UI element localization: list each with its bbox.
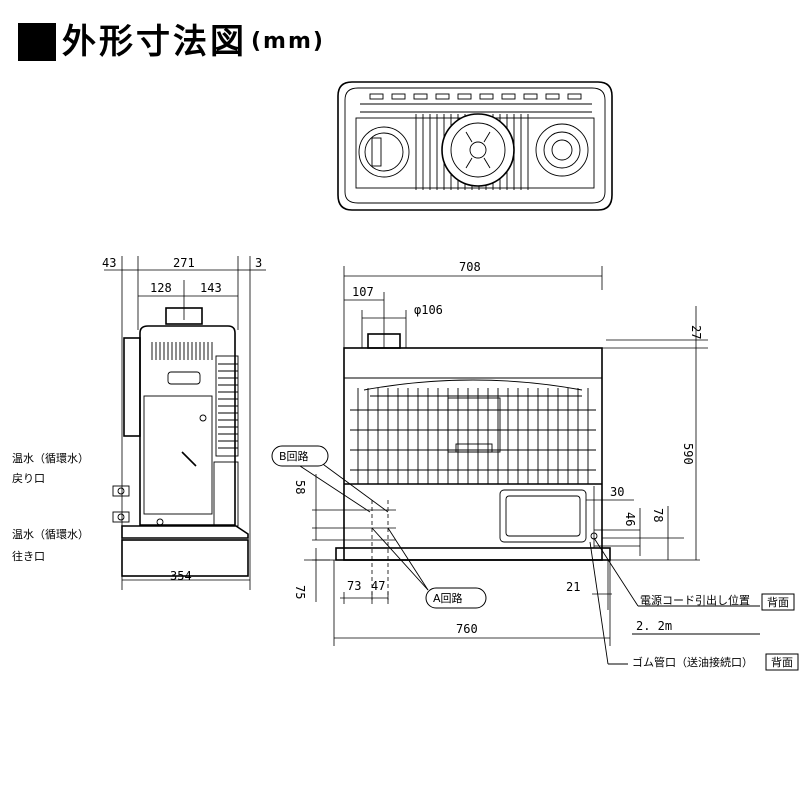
front-dim-phi106: φ106 bbox=[414, 303, 443, 317]
side-dim-143: 143 bbox=[200, 281, 222, 295]
power-cord-tag: 背面 bbox=[761, 593, 795, 611]
rubber-pipe-tag-label: 背面 bbox=[771, 655, 793, 669]
front-dim-73: 73 bbox=[347, 579, 361, 593]
side-dim-271: 271 bbox=[173, 256, 195, 270]
side-dim-128: 128 bbox=[150, 281, 172, 295]
front-dim-47: 47 bbox=[371, 579, 385, 593]
front-dim-27: 27 bbox=[689, 325, 703, 339]
label-return-line-1: 温水（循環水） bbox=[12, 452, 89, 465]
front-dim-30: 30 bbox=[610, 485, 624, 499]
power-cord-length: 2. 2m bbox=[636, 619, 672, 633]
circuit-b-badge: B回路 bbox=[271, 445, 329, 467]
front-dim-107: 107 bbox=[352, 285, 374, 299]
title-text: 外形寸法図 bbox=[62, 22, 247, 62]
circuit-a-badge: A回路 bbox=[425, 587, 487, 609]
top-view bbox=[337, 81, 613, 211]
label-supply-line-1: 温水（循環水） bbox=[12, 528, 89, 541]
page-title: 外形寸法図 (mm) bbox=[18, 18, 325, 66]
rubber-pipe-label: ゴム管口（送油接続口） bbox=[632, 655, 753, 669]
rubber-pipe-tag: 背面 bbox=[765, 653, 799, 671]
label-supply-line-2: 往き口 bbox=[12, 549, 45, 563]
front-grille-bars bbox=[357, 388, 589, 484]
front-dim-46: 46 bbox=[623, 512, 637, 526]
circuit-a-label: A回路 bbox=[433, 592, 463, 605]
front-view bbox=[299, 266, 760, 665]
front-dim-708: 708 bbox=[459, 260, 481, 274]
front-dim-58: 58 bbox=[293, 480, 307, 494]
power-cord-label: 電源コード引出し位置 bbox=[640, 593, 750, 607]
title-unit: (mm) bbox=[251, 29, 325, 54]
side-fins bbox=[218, 363, 238, 449]
front-dim-75: 75 bbox=[293, 585, 307, 599]
side-dim-354: 354 bbox=[170, 569, 192, 583]
label-return-line-2: 戻り口 bbox=[12, 472, 45, 485]
side-dim-43: 43 bbox=[102, 256, 116, 270]
front-dim-590: 590 bbox=[681, 443, 695, 465]
front-dim-78: 78 bbox=[651, 508, 665, 522]
side-vent-slots bbox=[151, 342, 213, 360]
side-view bbox=[104, 256, 266, 590]
side-dim-3: 3 bbox=[255, 256, 262, 270]
circuit-b-label: B回路 bbox=[279, 450, 309, 463]
front-dim-21: 21 bbox=[566, 580, 580, 594]
front-dim-760: 760 bbox=[456, 622, 478, 636]
title-square-icon bbox=[18, 23, 56, 61]
power-cord-tag-label: 背面 bbox=[767, 595, 789, 609]
top-vent-slots bbox=[369, 93, 582, 100]
